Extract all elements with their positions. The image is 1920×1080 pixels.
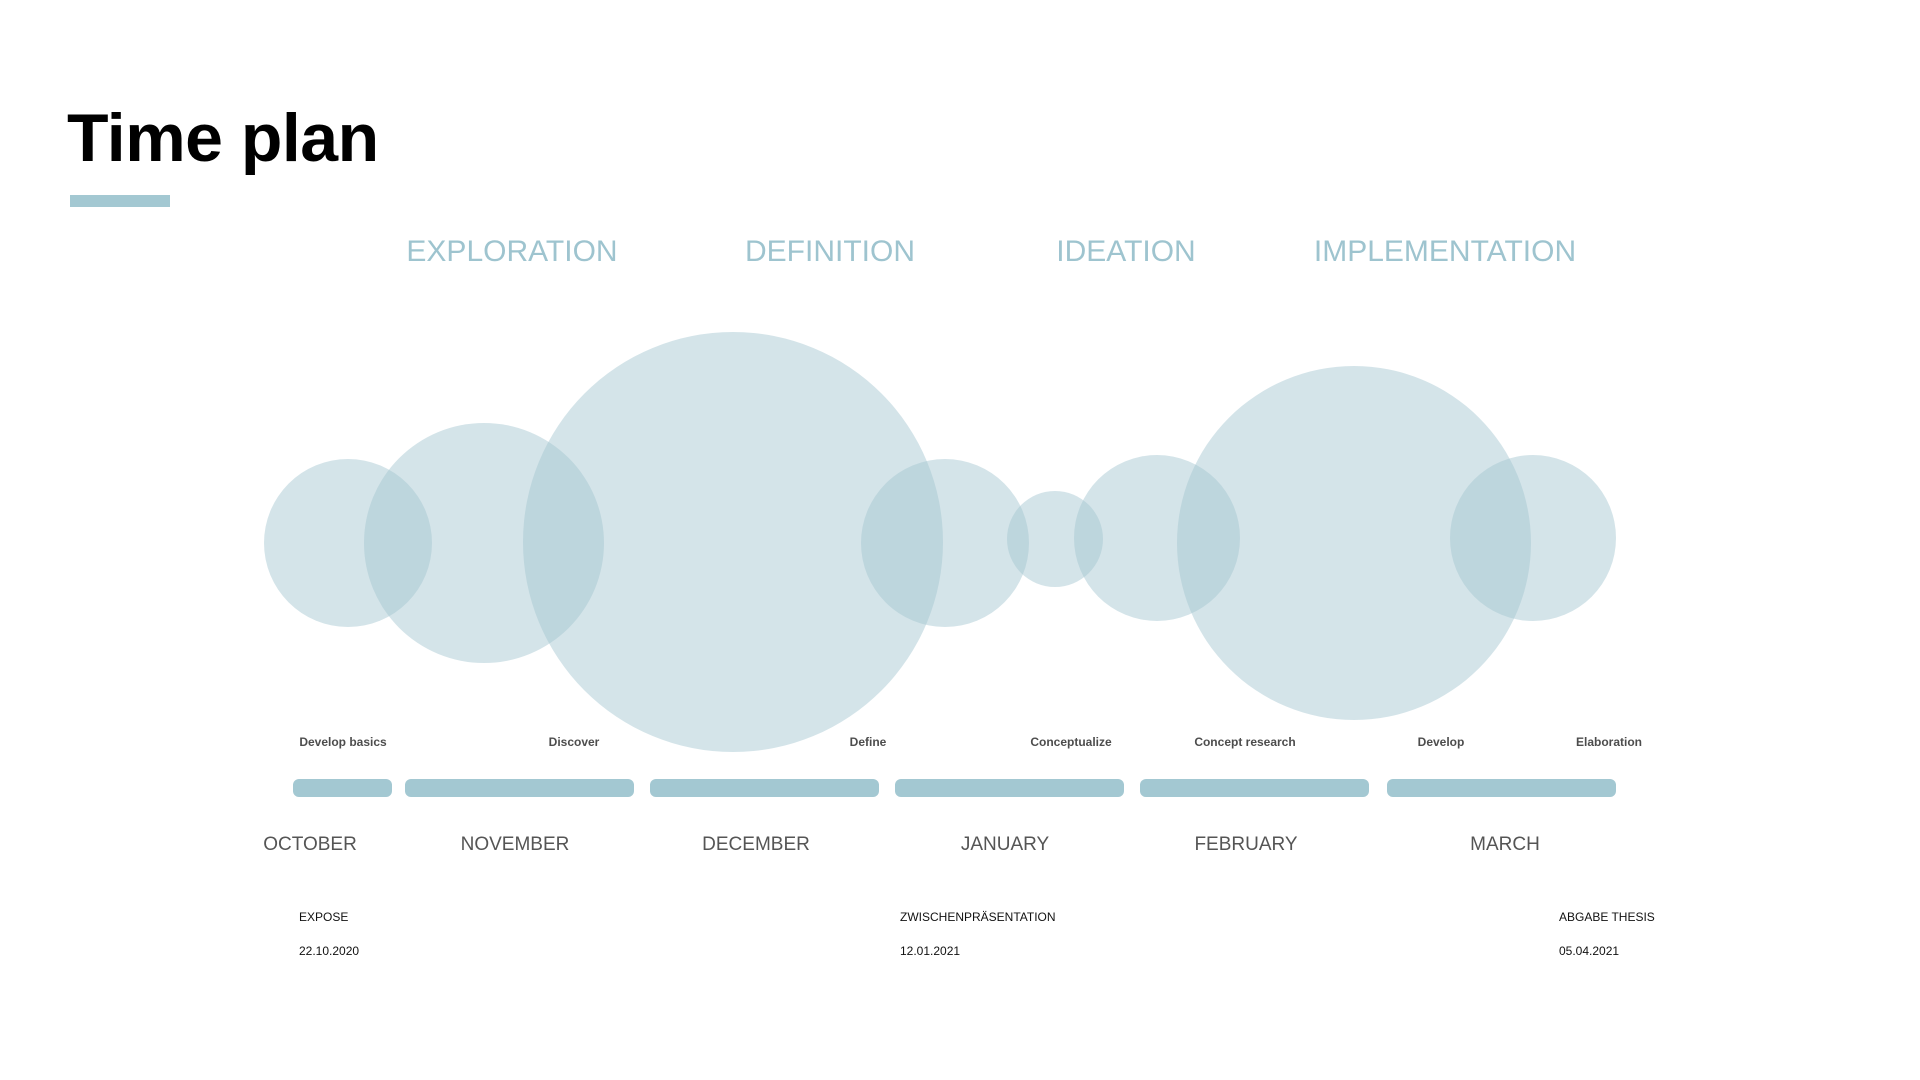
bubble-develop xyxy=(1177,366,1531,720)
timeline-bar-november xyxy=(405,779,634,797)
phase-label-implementation: IMPLEMENTATION xyxy=(1313,235,1577,268)
milestone-name: EXPOSE xyxy=(299,910,349,924)
milestone-date: 12.01.2021 xyxy=(900,944,961,958)
bubble-group xyxy=(264,332,1616,752)
bubble-concept-research xyxy=(1074,455,1240,621)
activity-concept-research: Concept research xyxy=(1194,735,1296,749)
phase-label-definition: DEFINITION xyxy=(745,235,915,268)
month-october: OCTOBER xyxy=(263,834,357,855)
bubble-develop-basics xyxy=(264,459,432,627)
title-underline xyxy=(70,195,170,207)
bubble-elaboration xyxy=(1450,455,1616,621)
bubble-define xyxy=(523,332,943,752)
activity-elaboration: Elaboration xyxy=(1575,735,1643,749)
bubble-conceptualize-1 xyxy=(861,459,1029,627)
phase-label-exploration: EXPLORATION xyxy=(406,235,618,268)
milestone-zwischenpraesentation: ZWISCHENPRÄSENTATION 12.01.2021 xyxy=(900,910,1056,958)
activity-conceptualize: Conceptualize xyxy=(1030,735,1112,749)
milestone-expose: EXPOSE 22.10.2020 xyxy=(299,910,359,958)
bubble-discover xyxy=(364,423,604,663)
month-december: DECEMBER xyxy=(702,834,810,855)
timeline-bar-december xyxy=(650,779,879,797)
milestone-name: ABGABE THESIS xyxy=(1559,910,1655,924)
phase-label-ideation: IDEATION xyxy=(1056,235,1196,268)
month-february: FEBRUARY xyxy=(1194,834,1298,855)
milestone-abgabe-thesis: ABGABE THESIS 05.04.2021 xyxy=(1559,910,1655,958)
activity-define: Define xyxy=(849,735,887,749)
activity-develop-basics: Develop basics xyxy=(299,735,387,749)
month-january: JANUARY xyxy=(960,834,1050,855)
page-title: Time plan xyxy=(67,100,379,176)
milestone-date: 22.10.2020 xyxy=(299,944,360,958)
timeline-bar-october xyxy=(293,779,392,797)
activity-develop: Develop xyxy=(1417,735,1465,749)
milestone-date: 05.04.2021 xyxy=(1559,944,1620,958)
timeline-bar-february xyxy=(1140,779,1369,797)
timeline-bar-january xyxy=(895,779,1124,797)
activity-discover: Discover xyxy=(548,735,600,749)
milestone-name: ZWISCHENPRÄSENTATION xyxy=(900,910,1056,924)
timeline-bar-march xyxy=(1387,779,1616,797)
bubble-conceptualize-2 xyxy=(1007,491,1103,587)
month-november: NOVEMBER xyxy=(460,834,570,855)
month-march: MARCH xyxy=(1470,834,1540,855)
